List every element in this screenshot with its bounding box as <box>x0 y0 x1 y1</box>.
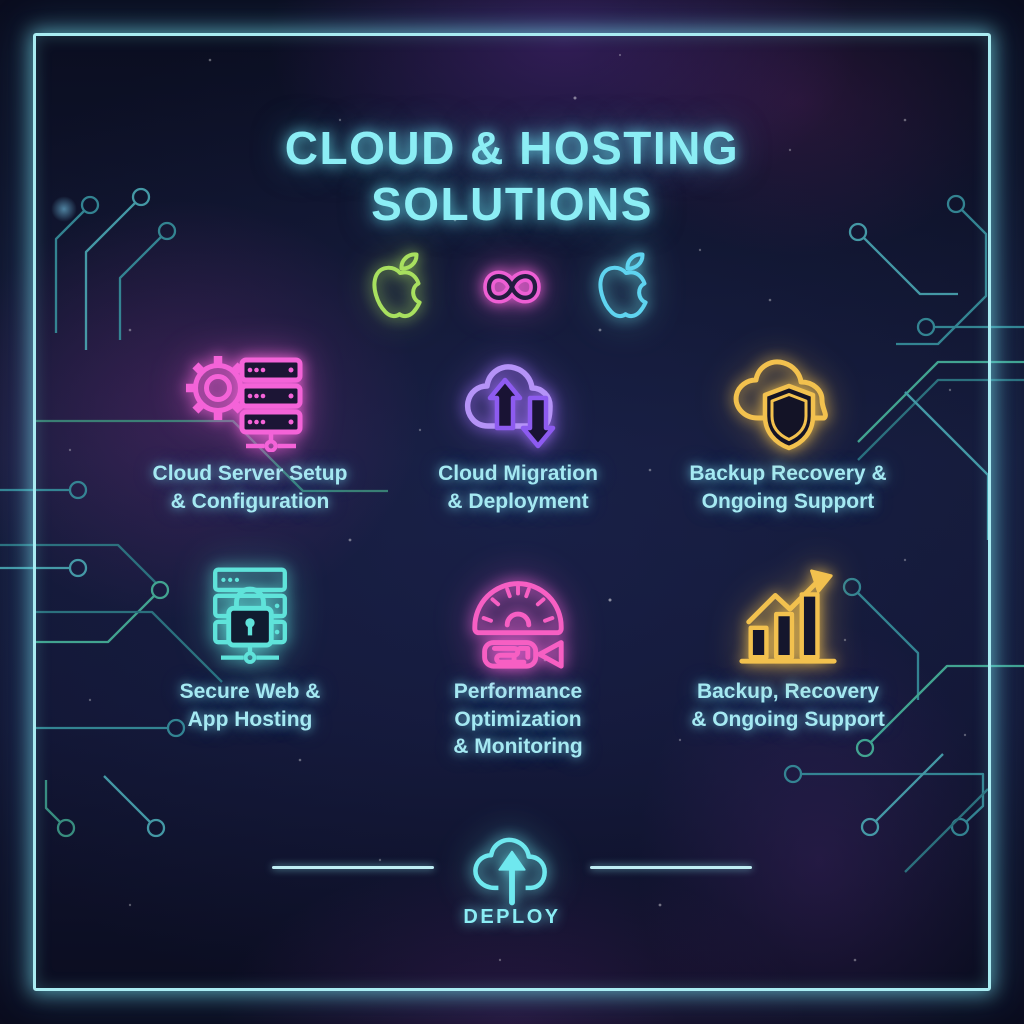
service-label: Performance Optimization & Monitoring <box>453 680 583 759</box>
deploy-cloud-icon <box>473 837 547 906</box>
service-cloud-migration: Cloud Migration & Deployment <box>378 347 658 515</box>
cloud-arrows-icon <box>464 364 556 449</box>
apple-green-icon <box>372 252 422 319</box>
icon-box <box>722 347 854 453</box>
brand-icon-row <box>0 246 1024 328</box>
title-line-2: SOLUTIONS <box>371 178 653 231</box>
service-backup-recovery-2: Backup, Recovery & Ongoing Support <box>648 565 928 733</box>
service-label: Backup, Recovery & Ongoing Support <box>691 680 885 731</box>
speedometer-icon <box>472 581 564 669</box>
deploy-divider-row <box>272 828 752 906</box>
icon-box <box>459 565 577 671</box>
service-performance: Performance Optimization & Monitoring <box>378 565 658 761</box>
service-secure-hosting: Secure Web & App Hosting <box>110 565 390 733</box>
page-title: CLOUD & HOSTING SOLUTIONS <box>0 120 1024 232</box>
deploy-section: DEPLOY <box>0 828 1024 929</box>
divider-line-left <box>272 865 434 869</box>
apple-cyan-icon <box>598 252 648 319</box>
gear-server-icon <box>186 356 303 452</box>
service-backup-recovery: Backup Recovery & Ongoing Support <box>648 347 928 515</box>
divider-line-right <box>590 865 752 869</box>
service-label: Cloud Migration & Deployment <box>438 462 598 513</box>
glow-dot-decoration <box>51 196 77 222</box>
server-padlock-icon <box>213 567 287 664</box>
title-line-1: CLOUD & HOSTING <box>284 122 740 174</box>
neon-border-frame <box>33 33 991 991</box>
icon-box <box>192 565 308 671</box>
growth-chart-icon <box>739 569 837 664</box>
icon-box <box>184 347 316 453</box>
deploy-label: DEPLOY <box>463 906 561 928</box>
service-cloud-server-setup: Cloud Server Setup & Configuration <box>110 347 390 515</box>
icon-box <box>458 347 578 453</box>
service-label: Cloud Server Setup & Configuration <box>152 462 348 513</box>
service-label: Secure Web & App Hosting <box>179 680 321 731</box>
service-label: Backup Recovery & Ongoing Support <box>689 462 887 513</box>
cloud-shield-icon <box>733 359 828 451</box>
infinity-icon <box>483 270 541 304</box>
icon-box <box>729 565 847 671</box>
